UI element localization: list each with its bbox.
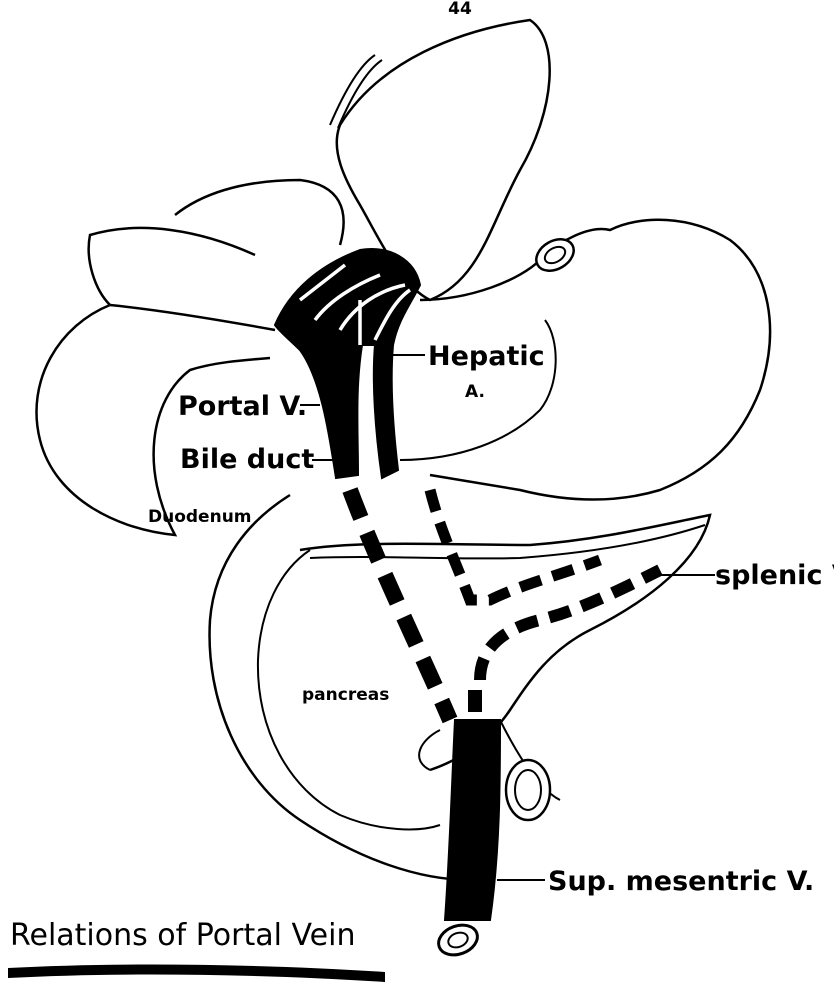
label-splenic-v: splenic V. <box>715 560 834 591</box>
label-duodenum: Duodenum <box>148 507 252 527</box>
label-bile-duct: Bile duct <box>180 444 314 475</box>
diagram-title: Relations of Portal Vein <box>10 918 355 953</box>
title-underline <box>8 965 385 982</box>
label-portal-v: Portal V. <box>178 391 307 422</box>
page-number: 44 <box>448 0 472 19</box>
label-hepatic-a-line2: A. <box>465 382 485 402</box>
label-sup-mesentric-v: Sup. mesentric V. <box>548 866 814 897</box>
liver-outline <box>36 228 270 535</box>
sup-mesenteric-artery-ring <box>506 760 550 820</box>
label-pancreas: pancreas <box>302 685 389 705</box>
sup-mesenteric-vein <box>445 720 500 920</box>
sup-mesenteric-vein-end <box>434 920 481 960</box>
label-hepatic-a: Hepatic <box>428 341 545 372</box>
esophagus-ring <box>531 233 580 277</box>
cystic-duct-lines <box>330 55 382 128</box>
splenic-vein-dashed <box>480 570 660 680</box>
